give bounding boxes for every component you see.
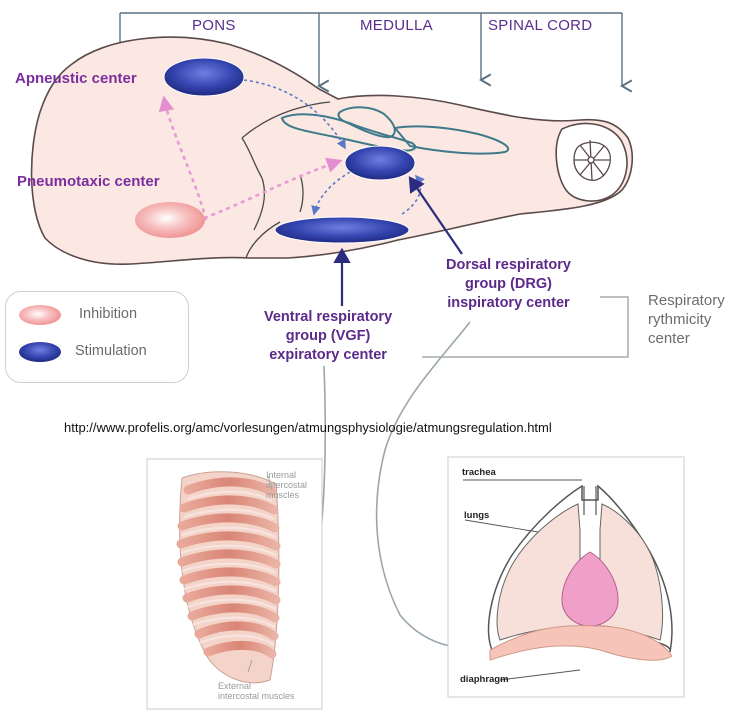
- external-intercostal-label: External intercostal muscles: [218, 681, 295, 701]
- drg-label-line-1: Dorsal respiratory: [446, 257, 571, 273]
- inhibition-pathway: [158, 95, 208, 221]
- drg-to-vrg-pathway: [311, 171, 351, 216]
- legend-swatches: [19, 305, 61, 362]
- internal-intercostal-line-3: muscles: [266, 490, 300, 500]
- drg-label-line-3: inspiratory center: [447, 295, 570, 311]
- inhibition-pathway-to-drg: [203, 157, 343, 220]
- internal-intercostal-line-1: Internal: [266, 470, 297, 480]
- trachea-label: trachea: [462, 467, 496, 478]
- drg-label-line-2: group (DRG): [464, 276, 552, 292]
- diaphragm-label: diaphragm: [460, 674, 509, 685]
- region-bracket: [120, 12, 622, 86]
- internal-intercostal-line-2: intercostal: [266, 480, 308, 490]
- spinal-cord-cross-section: [573, 139, 611, 181]
- brainstem-inner-structures: [241, 101, 331, 259]
- external-intercostal-line-1: External: [218, 681, 252, 691]
- legend-stimulation-label: Stimulation: [75, 343, 147, 359]
- pneumotaxic-center-marker: [135, 202, 205, 238]
- drg-pointer-arrow: [408, 176, 463, 255]
- apneustic-center-label: Apneustic center: [15, 70, 137, 87]
- rhythmicity-label: Respiratory rythmicity center: [648, 291, 725, 348]
- rhythmicity-bracket: [422, 296, 629, 358]
- vrg-marker: [274, 216, 410, 244]
- vrg-label-line-3: expiratory center: [269, 347, 387, 363]
- lungs-illustration: [463, 479, 673, 681]
- legend-inhibition-label: Inhibition: [79, 306, 138, 322]
- region-label-pons: PONS: [192, 17, 236, 34]
- region-label-medulla: MEDULLA: [360, 17, 433, 34]
- rhythmicity-label-line-1: Respiratory: [648, 292, 725, 309]
- ribcage-illustration: [176, 471, 281, 684]
- lungs-label: lungs: [464, 510, 490, 521]
- nerve-line-to-diaphragm: [375, 321, 471, 648]
- drg-label: Dorsal respiratory group (DRG) inspirato…: [446, 256, 571, 313]
- source-url: http://www.profelis.org/amc/vorlesungen/…: [64, 420, 552, 435]
- pneumotaxic-center-label: Pneumotaxic center: [17, 173, 160, 190]
- drg-marker: [344, 145, 416, 181]
- brainstem-pyramids: [280, 106, 510, 155]
- internal-intercostal-label: Internal intercostal muscles: [266, 470, 307, 500]
- legend-stimulation-swatch: [19, 342, 61, 362]
- rhythmicity-label-line-3: center: [648, 330, 690, 347]
- apneustic-center-marker: [163, 57, 245, 97]
- vrg-label: Ventral respiratory group (VGF) expirato…: [264, 308, 392, 365]
- legend: Inhibition Stimulation: [5, 291, 189, 383]
- vrg-label-line-2: group (VGF): [285, 328, 371, 344]
- vrg-label-line-1: Ventral respiratory: [264, 309, 393, 325]
- external-intercostal-line-2: intercostal muscles: [218, 691, 295, 701]
- region-label-spinal-cord: SPINAL CORD: [488, 17, 593, 34]
- rhythmicity-label-line-2: rythmicity: [648, 311, 712, 328]
- legend-inhibition-swatch: [19, 305, 61, 325]
